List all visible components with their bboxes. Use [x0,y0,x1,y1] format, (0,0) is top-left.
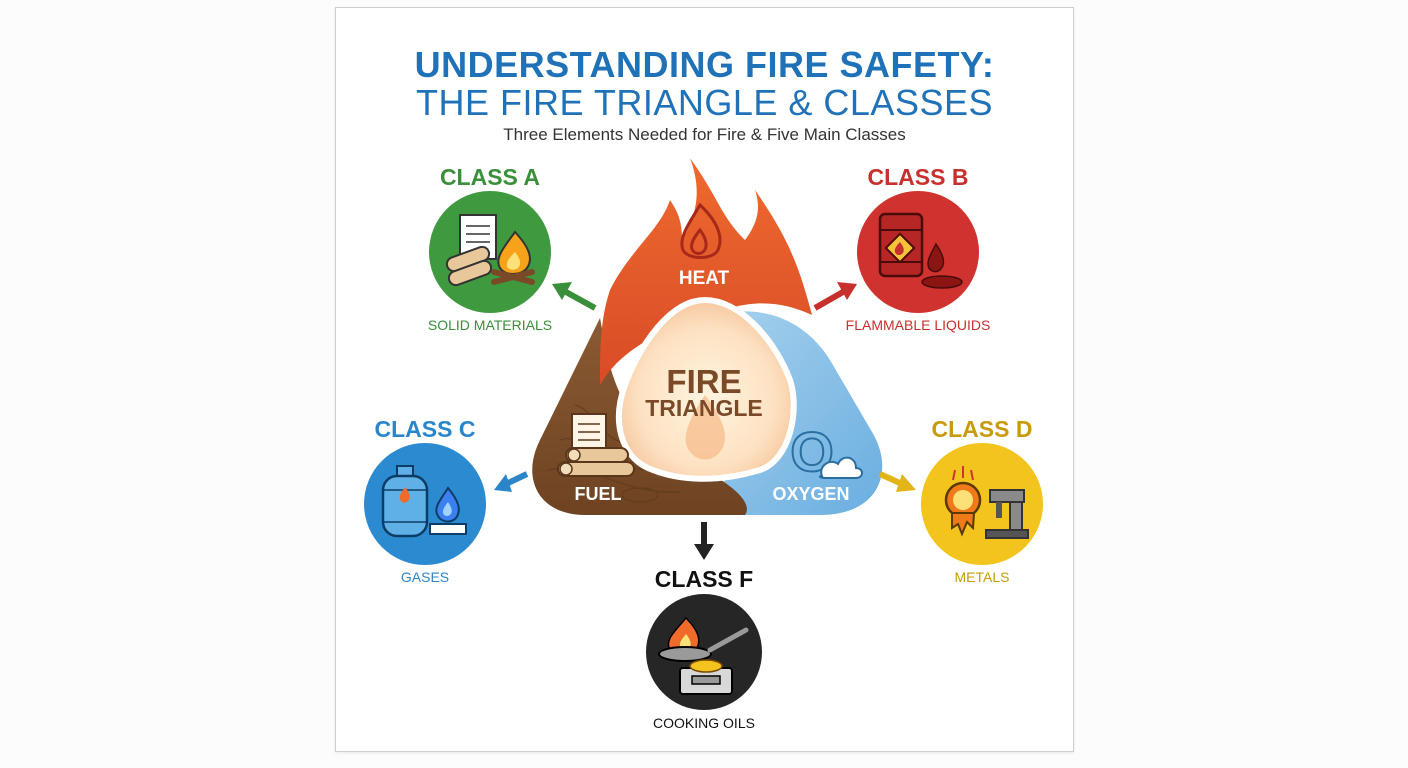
fire-triangle-title-line-2: TRIANGLE [645,395,763,421]
class-f-circle [646,594,762,710]
arrow-to-class-c [494,471,529,492]
arrow-to-class-f [694,522,714,560]
frying-pan-icon [658,616,749,695]
fuel-barrel-icon [878,212,963,289]
class-a-circle [429,191,551,313]
molten-metal-icon [944,466,1029,539]
arrow-to-class-b [813,282,857,311]
class-b-label: FLAMMABLE LIQUIDS [845,317,991,333]
class-c-label: GASES [400,569,450,585]
class-d-label: METALS [954,569,1010,585]
class-b-circle [857,191,979,313]
fuel-label: FUEL [575,484,622,504]
arrow-to-class-a [552,282,597,311]
class-a-label: SOLID MATERIALS [427,317,553,333]
title-line-2: THE FIRE TRIANGLE & CLASSES [416,82,993,123]
class-f-label: COOKING OILS [653,715,755,731]
heat-label: HEAT [679,268,730,289]
class-c-circle [364,443,486,565]
subtitle: Three Elements Needed for Fire & Five Ma… [503,125,906,144]
class-d-circle [921,443,1043,565]
oxygen-label: OXYGEN [772,484,849,504]
center-glow [616,296,797,482]
class-d-title: CLASS D [931,416,1033,442]
class-c-title: CLASS C [374,416,476,442]
center-flame-icon [685,395,725,460]
title-line-1: UNDERSTANDING FIRE SAFETY: [414,44,995,85]
paper-wood-fire-icon [445,214,535,287]
paper-logs-icon [557,413,635,477]
class-b-title: CLASS B [867,164,969,190]
flame-outline-icon [680,202,722,259]
oxygen-cloud-icon: O [789,419,863,484]
gas-cylinder-icon [381,465,467,538]
class-f-title: CLASS F [654,566,754,592]
fire-triangle-title-line-1: FIRE [666,363,741,400]
arrow-to-class-d [878,471,916,492]
class-a-title: CLASS A [439,164,541,190]
